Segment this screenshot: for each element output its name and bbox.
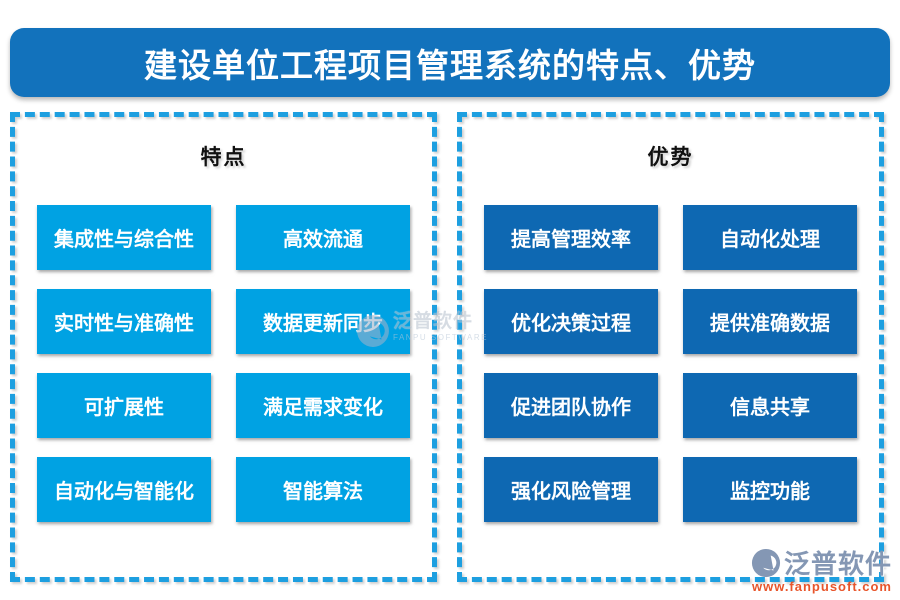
advantages-header: 优势: [647, 146, 694, 169]
features-panel: 特点 集成性与综合性 高效流通 实时性与准确性 数据更新同步 可扩展性 满足需求…: [10, 112, 437, 582]
advantage-item: 自动化处理: [683, 205, 857, 270]
title-banner: 建设单位工程项目管理系统的特点、优势: [10, 28, 890, 97]
advantages-grid: 提高管理效率 自动化处理 优化决策过程 提供准确数据 促进团队协作 信息共享 强…: [462, 205, 879, 522]
footer-logo: 泛普软件 www.fanpusoft.com: [751, 544, 892, 594]
feature-item: 可扩展性: [37, 373, 211, 438]
advantages-panel: 优势 提高管理效率 自动化处理 优化决策过程 提供准确数据 促进团队协作 信息共…: [457, 112, 884, 582]
logo-url: www.fanpusoft.com: [751, 579, 892, 594]
advantage-item: 提高管理效率: [484, 205, 658, 270]
fanpu-logo-icon: [751, 548, 781, 577]
feature-item: 集成性与综合性: [37, 205, 211, 270]
feature-item: 实时性与准确性: [37, 289, 211, 354]
advantage-item: 强化风险管理: [484, 457, 658, 522]
advantage-item: 提供准确数据: [683, 289, 857, 354]
advantage-item: 优化决策过程: [484, 289, 658, 354]
page-title: 建设单位工程项目管理系统的特点、优势: [144, 46, 756, 84]
feature-item: 自动化与智能化: [37, 457, 211, 522]
feature-item: 智能算法: [236, 457, 410, 522]
advantage-item: 促进团队协作: [484, 373, 658, 438]
advantage-item: 信息共享: [683, 373, 857, 438]
feature-item: 满足需求变化: [236, 373, 410, 438]
advantage-item: 监控功能: [683, 457, 857, 522]
features-grid: 集成性与综合性 高效流通 实时性与准确性 数据更新同步 可扩展性 满足需求变化 …: [15, 205, 432, 522]
logo-name: 泛普软件: [783, 549, 892, 579]
features-header: 特点: [200, 146, 247, 169]
feature-item: 高效流通: [236, 205, 410, 270]
feature-item: 数据更新同步: [236, 289, 410, 354]
